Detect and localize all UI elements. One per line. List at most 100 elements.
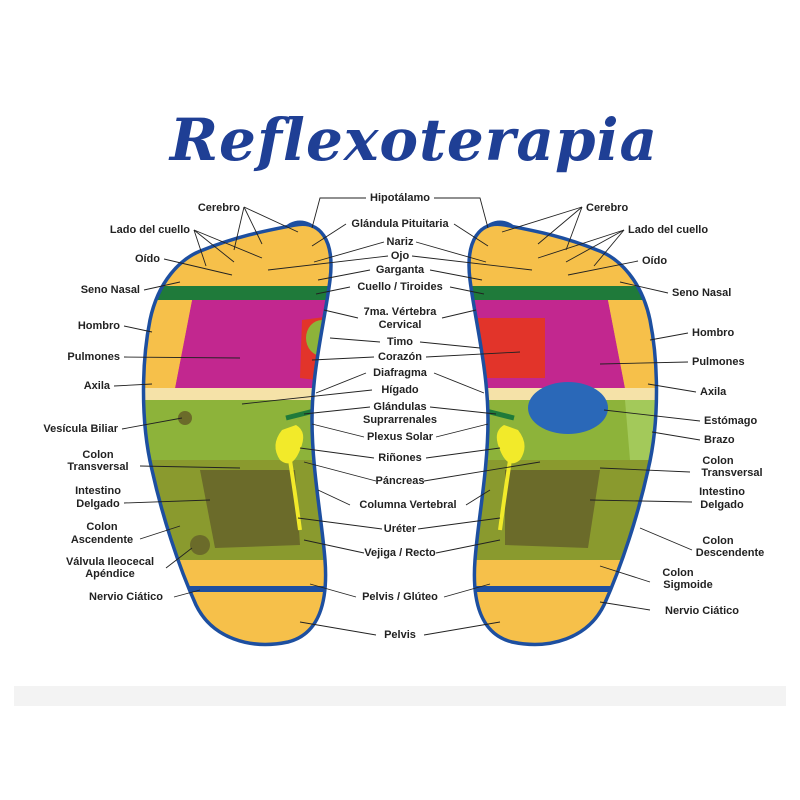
left-label-lado-del-cuello: Lado del cuello (110, 224, 190, 236)
right-kidney (496, 425, 525, 464)
label-vejiga-recto: Vejiga / Recto (364, 547, 436, 559)
right-label-lado-del-cuello: Lado del cuello (628, 224, 708, 236)
leader-diafragma-r (433, 372, 485, 394)
left-chest-zone (175, 300, 330, 388)
label-columna-vertebral: Columna Vertebral (359, 499, 456, 511)
right-label-axila: Axila (700, 386, 727, 398)
leader-plexus-l (311, 423, 365, 438)
leader-r-estomago (603, 409, 701, 422)
label-cuello-tiroides: Cuello / Tiroides (357, 281, 442, 293)
leader-pancreas-r (423, 461, 541, 482)
leader-l-colon-ascendente (139, 525, 181, 540)
left-label-vesicula-biliar: Vesícula Biliar (43, 423, 118, 435)
leader-columna-r (465, 489, 491, 506)
leader-diafragma-l (315, 372, 367, 394)
leader-nariz-r (415, 241, 487, 263)
right-label-colon-2: Colon (702, 535, 733, 547)
center-leader-lines (241, 197, 541, 636)
label-pelvis: Pelvis (384, 629, 416, 641)
leader-l-cerebro-1 (243, 206, 299, 233)
leader-r-cuello-2 (565, 229, 625, 263)
right-pelvis-band (469, 560, 657, 586)
leader-ureter-l (297, 517, 383, 530)
leader-pelvis-gluteo-r (443, 583, 491, 598)
left-pelvis-band (143, 560, 331, 586)
leader-r-nervio (599, 601, 651, 611)
right-small-intestine (505, 470, 600, 548)
right-label-oido: Oído (642, 255, 667, 267)
left-ileocecal-valve (190, 535, 210, 555)
left-label-colon-2: Colon (86, 521, 117, 533)
right-label-intestino: Intestino (699, 486, 745, 498)
leader-cuello-r (449, 286, 485, 295)
leader-corazon-l (311, 356, 375, 361)
right-label-transversal: Transversal (701, 467, 762, 479)
label-7ma-vertebra: 7ma. Vértebra (364, 306, 438, 318)
leader-l-nervio (173, 589, 201, 598)
left-gallbladder (178, 411, 192, 425)
right-leader-lines (501, 206, 701, 611)
left-label-valvula-ileocecal: Válvula Ileocecal (66, 556, 154, 568)
label-ojo: Ojo (391, 250, 410, 262)
left-foot-outline (141, 222, 333, 647)
label-glandula-pituitaria: Glándula Pituitaria (351, 218, 449, 230)
leader-l-intestino (123, 499, 211, 504)
leader-r-brazo (651, 431, 701, 441)
left-label-apendice: Apéndice (85, 568, 135, 580)
label-cervical: Cervical (379, 319, 422, 331)
leader-l-axila (113, 383, 153, 387)
label-diafragma: Diafragma (373, 367, 428, 379)
leader-l-cerebro-2 (243, 206, 263, 245)
leader-vertebra-r (441, 309, 477, 319)
right-label-cerebro: Cerebro (586, 202, 628, 214)
leader-hipotalamo-r (434, 197, 489, 229)
leader-timo-l (329, 337, 381, 343)
leader-glandulas-r (429, 406, 497, 415)
right-label-colon-3: Colon (662, 567, 693, 579)
leader-r-cerebro-3 (565, 206, 583, 251)
left-label-intestino: Intestino (75, 485, 121, 497)
left-label-cerebro: Cerebro (198, 202, 240, 214)
label-pancreas: Páncreas (376, 475, 425, 487)
leader-pelvis-l (299, 621, 377, 636)
leader-ojo-r (411, 255, 533, 271)
leader-vejiga-l (303, 539, 365, 554)
leader-l-pulmones (123, 356, 241, 359)
label-corazon: Corazón (378, 351, 422, 363)
left-labels: Cerebro Lado del cuello Oído Seno Nasal … (43, 202, 240, 603)
leader-pancreas-l (303, 461, 377, 482)
leader-r-intestino (589, 499, 693, 503)
left-label-nervio-ciatico: Nervio Ciático (89, 591, 163, 603)
left-sole-zones (143, 224, 331, 645)
leader-l-cuello-1 (193, 229, 263, 259)
leader-r-seno (619, 281, 669, 294)
leader-corazon-r (425, 351, 521, 358)
leader-ureter-r (417, 517, 501, 530)
right-label-descendente: Descendente (696, 547, 764, 559)
left-ureter (288, 459, 302, 531)
leader-rinones-l (299, 447, 375, 459)
leader-higado (241, 389, 373, 405)
left-label-transversal: Transversal (67, 461, 128, 473)
label-pelvis-gluteo: Pelvis / Glúteo (362, 591, 438, 603)
left-label-delgado: Delgado (76, 498, 120, 510)
chart-title: Reflexoterapia (168, 106, 658, 174)
left-label-colon-1: Colon (82, 449, 113, 461)
right-label-colon-1: Colon (702, 455, 733, 467)
right-stomach-zone (528, 382, 608, 434)
right-label-brazo: Brazo (704, 434, 735, 446)
leader-garganta-r (429, 269, 483, 281)
footer-band (14, 686, 786, 706)
left-diaphragm-band (143, 388, 331, 400)
leader-pelvis-r (423, 621, 501, 636)
leader-pituitaria-l (311, 223, 347, 247)
left-kidney (275, 425, 304, 464)
right-label-estomago: Estómago (704, 415, 757, 427)
right-arm-zone (625, 400, 657, 460)
right-label-sigmoide: Sigmoide (663, 579, 713, 591)
left-small-intestine (200, 470, 300, 548)
right-neck-band (469, 286, 657, 300)
leader-r-oido (567, 260, 639, 276)
leader-nariz-l (313, 241, 385, 263)
